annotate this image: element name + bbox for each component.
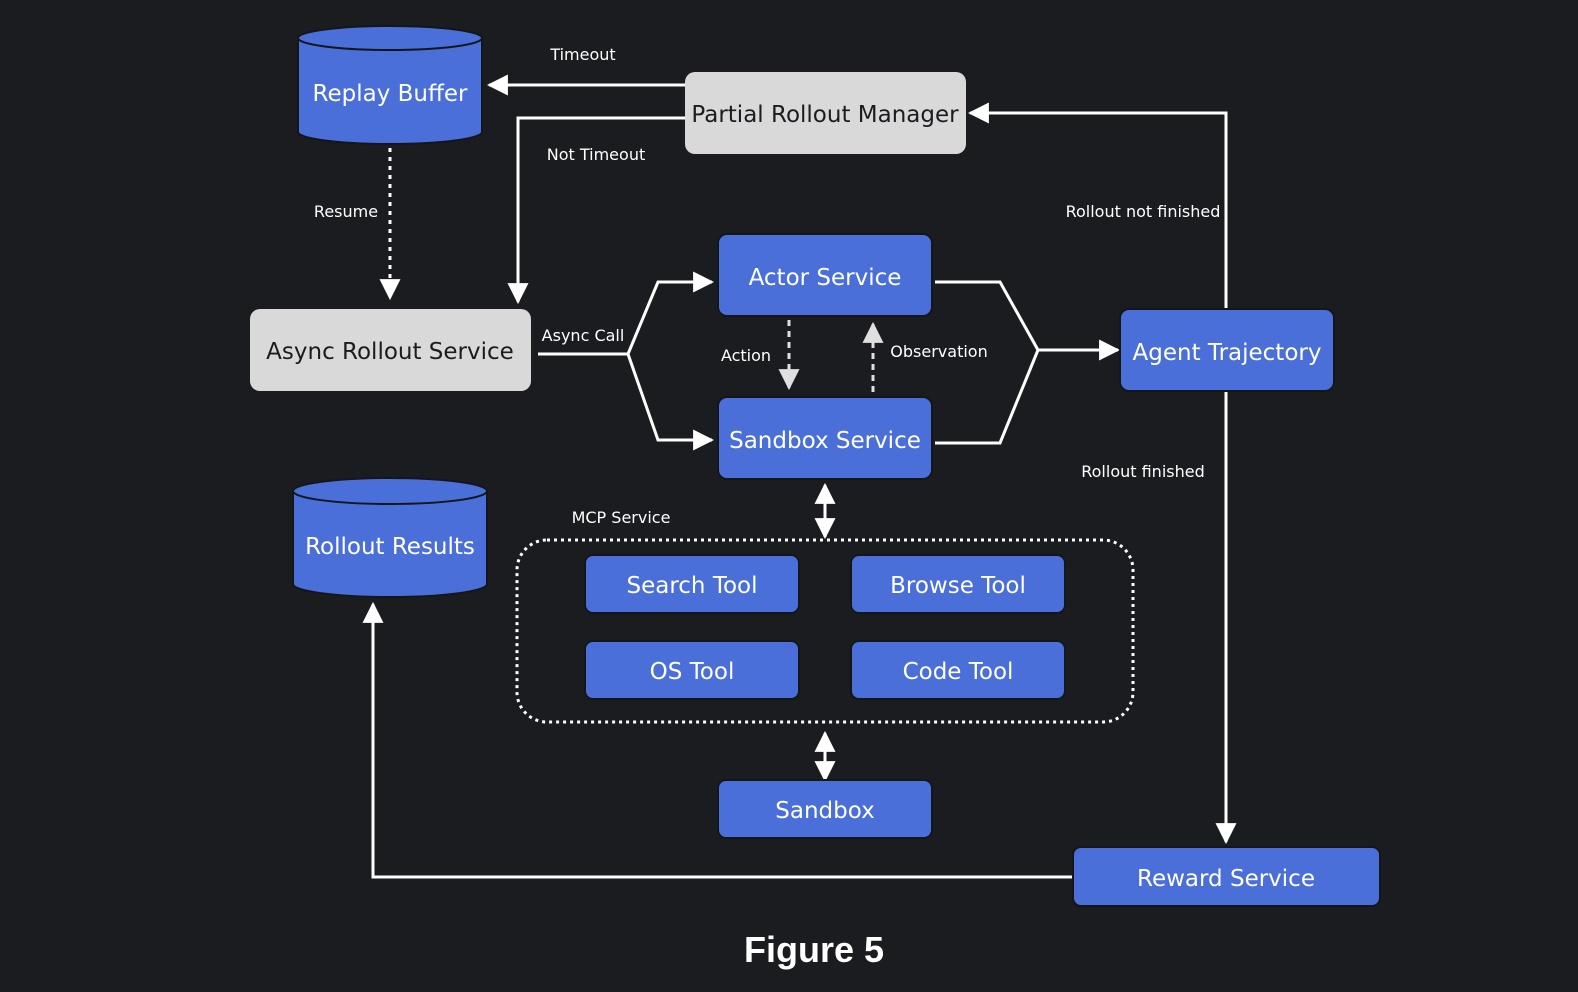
actor-service-box xyxy=(717,233,933,317)
edge-sandbox-merge xyxy=(935,349,1040,445)
agent-trajectory-label: Agent Trajectory xyxy=(1133,340,1322,366)
browse-tool-box xyxy=(850,554,1066,614)
partial-rollout-manager-label: Partial Rollout Manager xyxy=(691,102,959,128)
not-timeout-label: Not Timeout xyxy=(547,145,645,164)
sandbox-box xyxy=(717,779,933,839)
os-tool-label: OS Tool xyxy=(650,659,735,685)
actor-service-label: Actor Service xyxy=(749,265,902,291)
search-tool-label: Search Tool xyxy=(626,573,757,599)
resume-label: Resume xyxy=(314,202,378,221)
reward-service-box xyxy=(1072,846,1381,907)
code-tool-label: Code Tool xyxy=(903,659,1014,685)
rollout-not-finished-label: Rollout not finished xyxy=(1066,202,1221,221)
edge-not-timeout xyxy=(507,116,685,305)
agent-trajectory-box xyxy=(1119,308,1335,392)
mcp-service-label: MCP Service xyxy=(572,508,671,527)
replay-buffer-node: Replay Buffer xyxy=(297,25,483,145)
sandbox-label: Sandbox xyxy=(775,798,874,824)
browse-tool-label: Browse Tool xyxy=(890,573,1026,599)
replay-buffer-label: Replay Buffer xyxy=(313,81,468,107)
edge-rollout-not-finished xyxy=(967,102,1228,308)
os-tool-box xyxy=(584,640,800,700)
timeout-label: Timeout xyxy=(549,45,615,64)
code-tool-box xyxy=(850,640,1066,700)
edge-to-actor xyxy=(626,271,715,355)
mcp-service-container xyxy=(515,538,1135,724)
rollout-results-label: Rollout Results xyxy=(305,534,475,560)
rollout-results-node: Rollout Results xyxy=(292,477,488,598)
reward-service-label: Reward Service xyxy=(1137,866,1315,892)
async-call-label: Async Call xyxy=(542,326,625,345)
async-rollout-service-node: Async Rollout Service xyxy=(250,309,531,391)
sandbox-service-label: Sandbox Service xyxy=(729,428,921,454)
edge-actor-merge xyxy=(935,280,1040,351)
sandbox-service-box xyxy=(717,396,933,480)
edge-reward-to-results xyxy=(362,601,1075,879)
figure-caption: Figure 5 xyxy=(744,929,884,970)
async-rollout-service-label: Async Rollout Service xyxy=(266,339,514,365)
edge-to-sandbox-service xyxy=(626,353,715,451)
search-tool-box xyxy=(584,554,800,614)
observation-label: Observation xyxy=(890,342,987,361)
action-label: Action xyxy=(721,346,771,365)
rollout-finished-label: Rollout finished xyxy=(1081,462,1205,481)
partial-rollout-manager-node: Partial Rollout Manager xyxy=(685,72,966,154)
